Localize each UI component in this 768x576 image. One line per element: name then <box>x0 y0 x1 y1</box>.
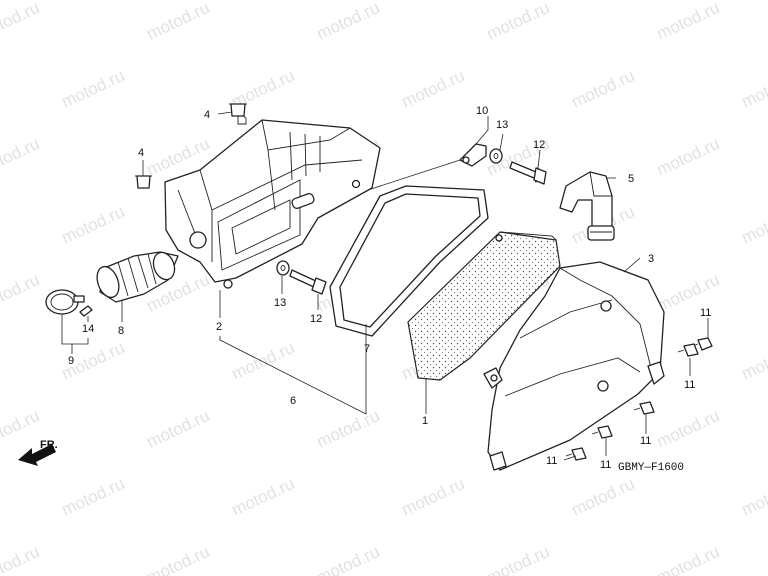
watermark-text-0: motod.ru <box>0 0 42 44</box>
callout-13a: 13 <box>496 119 508 131</box>
callout-9: 9 <box>68 355 74 367</box>
watermark-text-2: motod.ru <box>314 0 383 44</box>
callout-12a: 12 <box>533 139 545 151</box>
watermark-text-36: motod.ru <box>229 474 298 520</box>
callout-8: 8 <box>118 325 124 337</box>
callout-7: 7 <box>364 343 370 355</box>
watermark-text-44: motod.ru <box>654 542 723 576</box>
watermark-text-32: motod.ru <box>314 406 383 452</box>
screw-4 <box>591 425 613 439</box>
watermark-text-19: motod.ru <box>739 202 768 248</box>
watermark-text-42: motod.ru <box>314 542 383 576</box>
air-cleaner-cover <box>483 261 665 471</box>
callout-14: 14 <box>82 323 94 335</box>
watermark-text-14: motod.ru <box>654 134 723 180</box>
air-cleaner-gasket <box>329 185 489 337</box>
washer-lower <box>276 260 290 276</box>
screw-3 <box>633 401 655 415</box>
callout-11d: 11 <box>600 459 611 471</box>
callout-12b: 12 <box>310 313 322 325</box>
watermark-text-37: motod.ru <box>399 474 468 520</box>
front-indicator: FR. <box>40 439 58 451</box>
watermark-text-35: motod.ru <box>59 474 128 520</box>
callout-4a: 4 <box>204 109 210 121</box>
callout-10: 10 <box>476 105 488 117</box>
callout-2: 2 <box>216 321 222 333</box>
leader-lines <box>61 111 709 461</box>
diagram-code: GBMY—F1600 <box>618 462 684 474</box>
screw-2 <box>677 343 699 357</box>
washer-upper <box>489 148 503 164</box>
watermark-text-40: motod.ru <box>0 542 42 576</box>
watermark-text-20: motod.ru <box>0 270 42 316</box>
front-arrow-icon <box>18 444 56 466</box>
watermark-text-31: motod.ru <box>144 406 213 452</box>
callout-5: 5 <box>628 173 634 185</box>
watermark-text-10: motod.ru <box>0 134 42 180</box>
connecting-tube <box>96 251 179 303</box>
bolt-upper <box>509 161 547 185</box>
callout-1: 1 <box>422 415 428 427</box>
watermark-text-26: motod.ru <box>229 338 298 384</box>
callout-labels: 1 2 3 4 4 5 6 7 8 9 10 11 11 11 11 11 12… <box>40 105 711 474</box>
callout-3: 3 <box>648 253 654 265</box>
watermark-text-8: motod.ru <box>569 66 638 112</box>
watermark-text-3: motod.ru <box>484 0 553 44</box>
watermark-text-1: motod.ru <box>144 0 213 44</box>
watermark-text-41: motod.ru <box>144 542 213 576</box>
grommet-left <box>135 175 152 189</box>
callout-11b: 11 <box>684 379 695 391</box>
watermark-text-5: motod.ru <box>59 66 128 112</box>
stay <box>459 143 487 167</box>
band-screw <box>79 305 93 317</box>
callout-11e: 11 <box>546 455 557 467</box>
grommet-upper <box>229 103 247 117</box>
air-cleaner-case <box>164 111 381 289</box>
watermark-text-30: motod.ru <box>0 406 42 452</box>
watermark-text-15: motod.ru <box>59 202 128 248</box>
watermark-text-9: motod.ru <box>739 66 768 112</box>
watermark-text-4: motod.ru <box>654 0 723 44</box>
bolt-lower <box>289 269 327 295</box>
filter-element <box>407 231 561 381</box>
callout-11a: 11 <box>700 307 711 319</box>
watermark-text-43: motod.ru <box>484 542 553 576</box>
tube-band <box>45 289 85 315</box>
callout-6: 6 <box>290 395 296 407</box>
watermark-text-38: motod.ru <box>569 474 638 520</box>
watermark-text-34: motod.ru <box>654 406 723 452</box>
breather-tube <box>559 171 615 241</box>
callout-4b: 4 <box>138 147 144 159</box>
watermark-text-7: motod.ru <box>399 66 468 112</box>
callout-13b: 13 <box>274 297 286 309</box>
watermark-text-29: motod.ru <box>739 338 768 384</box>
watermark-text-39: motod.ru <box>739 474 768 520</box>
callout-11c: 11 <box>640 435 651 447</box>
watermark-text-24: motod.ru <box>654 270 723 316</box>
